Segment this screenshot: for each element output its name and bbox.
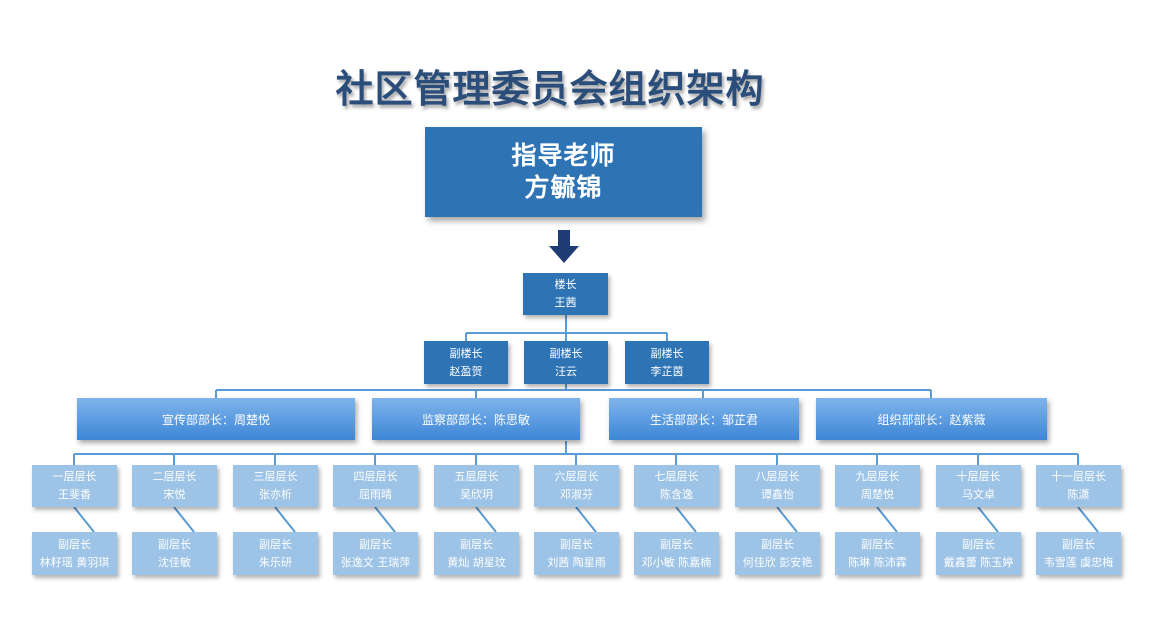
deputy-connector bbox=[274, 506, 296, 533]
department-box-organization: 组织部部长：赵紫薇 bbox=[816, 398, 1047, 440]
deputy-connector bbox=[675, 506, 697, 533]
deputy-leader-role: 副楼长 bbox=[650, 346, 684, 360]
building-leader-role: 楼长 bbox=[554, 278, 577, 291]
floor-deputy-name: 沈佳敏 bbox=[158, 555, 191, 569]
deputy-connector bbox=[475, 506, 497, 533]
floor-leader-name: 邓淑芬 bbox=[560, 488, 593, 501]
deputy-leader-box: 副楼长 李芷茵 bbox=[625, 341, 709, 384]
deputy-connector bbox=[173, 506, 195, 533]
floor-deputy-box: 副层长沈佳敏 bbox=[132, 532, 217, 575]
floor-deputy-name: 陈琳 陈沛霖 bbox=[848, 555, 907, 569]
floor-deputy-role: 副层长 bbox=[560, 537, 593, 551]
floor-deputy-box: 副层长刘茜 陶星雨 bbox=[534, 532, 619, 575]
floor-deputy-role: 副层长 bbox=[861, 537, 894, 551]
floor-deputy-box: 副层长黄灿 胡星玟 bbox=[434, 532, 519, 575]
deputy-leader-role: 副楼长 bbox=[449, 346, 483, 360]
deputy-connector bbox=[73, 506, 95, 533]
floor-leader-box: 九层层长周楚悦 bbox=[835, 465, 920, 507]
floor-deputy-box: 副层长张逸文 王瑞萍 bbox=[333, 532, 418, 575]
floor-leader-name: 王斐香 bbox=[58, 488, 91, 501]
floor-leader-role: 一层层长 bbox=[52, 470, 97, 483]
floor-leader-name: 陈潇 bbox=[1067, 488, 1090, 501]
floor-leader-name: 屈雨晴 bbox=[359, 488, 392, 501]
deputy-leader-box: 副楼长 汪云 bbox=[524, 341, 608, 384]
floor-leader-box: 二层层长宋悦 bbox=[132, 465, 217, 507]
floor-leader-name: 周楚悦 bbox=[861, 488, 894, 501]
floor-deputy-name: 何佳欣 彭安艳 bbox=[742, 555, 813, 569]
floor-leader-box: 六层层长邓淑芬 bbox=[534, 465, 619, 507]
floor-leader-box: 一层层长王斐香 bbox=[32, 465, 117, 507]
deputy-leader-name: 李芷茵 bbox=[650, 364, 684, 378]
floor-leader-role: 二层层长 bbox=[152, 470, 197, 483]
floor-deputy-name: 朱乐研 bbox=[259, 555, 292, 569]
deputy-leader-name: 汪云 bbox=[555, 364, 577, 378]
advisor-box: 指导老师 方毓锦 bbox=[425, 127, 702, 217]
floor-deputy-name: 邓小敏 陈嘉楠 bbox=[641, 555, 712, 569]
building-leader-box: 楼长 王茜 bbox=[523, 273, 608, 315]
floor-deputy-box: 副层长林籽瑶 黄羽琪 bbox=[32, 532, 117, 575]
building-leader-name: 王茜 bbox=[554, 296, 577, 309]
floor-leader-box: 四层层长屈雨晴 bbox=[333, 465, 418, 507]
floor-deputy-role: 副层长 bbox=[58, 537, 91, 551]
floor-leader-name: 吴欣玥 bbox=[460, 488, 493, 501]
floor-deputy-name: 韦雪莲 虞忠梅 bbox=[1043, 555, 1114, 569]
floor-deputy-role: 副层长 bbox=[962, 537, 995, 551]
floor-deputy-box: 副层长戴鑫蕾 陈玉婷 bbox=[936, 532, 1021, 575]
deputy-connector bbox=[575, 506, 597, 533]
deputy-connector bbox=[876, 506, 898, 533]
floor-leader-role: 六层层长 bbox=[554, 470, 599, 483]
floor-leader-box: 十层层长马文卓 bbox=[936, 465, 1021, 507]
floor-leader-name: 陈含逸 bbox=[660, 488, 693, 501]
floor-deputy-role: 副层长 bbox=[259, 537, 292, 551]
floor-leader-role: 九层层长 bbox=[855, 470, 900, 483]
floor-leader-role: 七层层长 bbox=[654, 470, 699, 483]
floor-deputy-box: 副层长陈琳 陈沛霖 bbox=[835, 532, 920, 575]
floor-deputy-role: 副层长 bbox=[359, 537, 392, 551]
floor-deputy-box: 副层长邓小敏 陈嘉楠 bbox=[634, 532, 719, 575]
department-box-supervision: 监察部部长：陈思敏 bbox=[372, 398, 580, 440]
floor-leader-name: 谭鑫怡 bbox=[761, 488, 794, 501]
advisor-name: 方毓锦 bbox=[524, 173, 603, 202]
floor-deputy-role: 副层长 bbox=[660, 537, 693, 551]
floor-deputy-name: 刘茜 陶星雨 bbox=[547, 555, 606, 569]
floor-leader-role: 十层层长 bbox=[956, 470, 1001, 483]
down-arrow-icon bbox=[549, 230, 579, 263]
deputy-leader-name: 赵盈贺 bbox=[449, 364, 483, 378]
deputy-leader-box: 副楼长 赵盈贺 bbox=[424, 341, 508, 384]
floor-deputy-box: 副层长朱乐研 bbox=[233, 532, 318, 575]
department-box-publicity: 宣传部部长：周楚悦 bbox=[77, 398, 355, 440]
floor-leader-name: 张亦析 bbox=[259, 488, 292, 501]
floor-deputy-role: 副层长 bbox=[460, 537, 493, 551]
floor-leader-role: 十一层层长 bbox=[1051, 470, 1106, 483]
floor-leader-box: 八层层长谭鑫怡 bbox=[735, 465, 820, 507]
floor-deputy-role: 副层长 bbox=[1062, 537, 1095, 551]
deputy-connector bbox=[374, 506, 396, 533]
floor-leader-box: 三层层长张亦析 bbox=[233, 465, 318, 507]
floor-leader-name: 马文卓 bbox=[962, 488, 995, 501]
floor-leader-role: 八层层长 bbox=[755, 470, 800, 483]
deputy-connector bbox=[1077, 506, 1099, 533]
floor-deputy-box: 副层长韦雪莲 虞忠梅 bbox=[1036, 532, 1121, 575]
department-box-life: 生活部部长：邹芷君 bbox=[609, 398, 799, 440]
advisor-role: 指导老师 bbox=[511, 141, 616, 170]
deputy-leader-role: 副楼长 bbox=[549, 346, 583, 360]
deputy-connector bbox=[776, 506, 798, 533]
floor-deputy-name: 戴鑫蕾 陈玉婷 bbox=[943, 555, 1014, 569]
floor-leader-box: 十一层层长陈潇 bbox=[1036, 465, 1121, 507]
floor-deputy-name: 黄灿 胡星玟 bbox=[447, 555, 506, 569]
floor-leader-role: 四层层长 bbox=[353, 470, 398, 483]
floor-deputy-role: 副层长 bbox=[761, 537, 794, 551]
floor-deputy-name: 林籽瑶 黄羽琪 bbox=[39, 555, 110, 569]
floor-deputy-name: 张逸文 王瑞萍 bbox=[340, 555, 411, 569]
floor-leader-box: 七层层长陈含逸 bbox=[634, 465, 719, 507]
floor-leader-role: 五层层长 bbox=[454, 470, 499, 483]
page-title: 社区管理委员会组织架构 bbox=[335, 67, 765, 111]
floor-leader-box: 五层层长吴欣玥 bbox=[434, 465, 519, 507]
floor-deputy-role: 副层长 bbox=[158, 537, 191, 551]
deputy-connector bbox=[977, 506, 999, 533]
floor-leader-role: 三层层长 bbox=[253, 470, 298, 483]
floor-deputy-box: 副层长何佳欣 彭安艳 bbox=[735, 532, 820, 575]
floor-leader-name: 宋悦 bbox=[163, 488, 186, 501]
